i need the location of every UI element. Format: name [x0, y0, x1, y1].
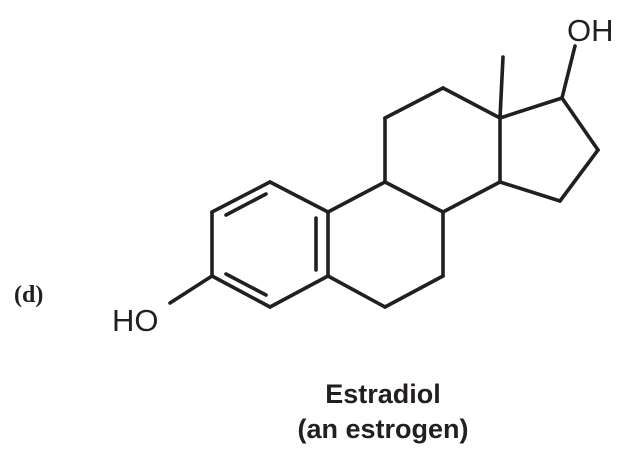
hydroxyl-left-bond [168, 274, 214, 305]
hydroxyl-top-label: OH [567, 13, 614, 48]
double-bond-line [224, 272, 268, 297]
double-bond-line [224, 192, 268, 217]
compound-class-note: (an estrogen) [297, 414, 468, 444]
hydroxyl-top-bond [560, 44, 577, 100]
methyl-bond [498, 55, 505, 120]
part-label: (d) [14, 282, 43, 308]
compound-name: Estradiol [325, 379, 441, 409]
ring-c [383, 86, 502, 214]
hydroxyl-left-label: HO [112, 303, 159, 338]
ring-b [326, 180, 445, 309]
ring-a-aromatic [210, 180, 330, 309]
ring-d [498, 96, 600, 203]
